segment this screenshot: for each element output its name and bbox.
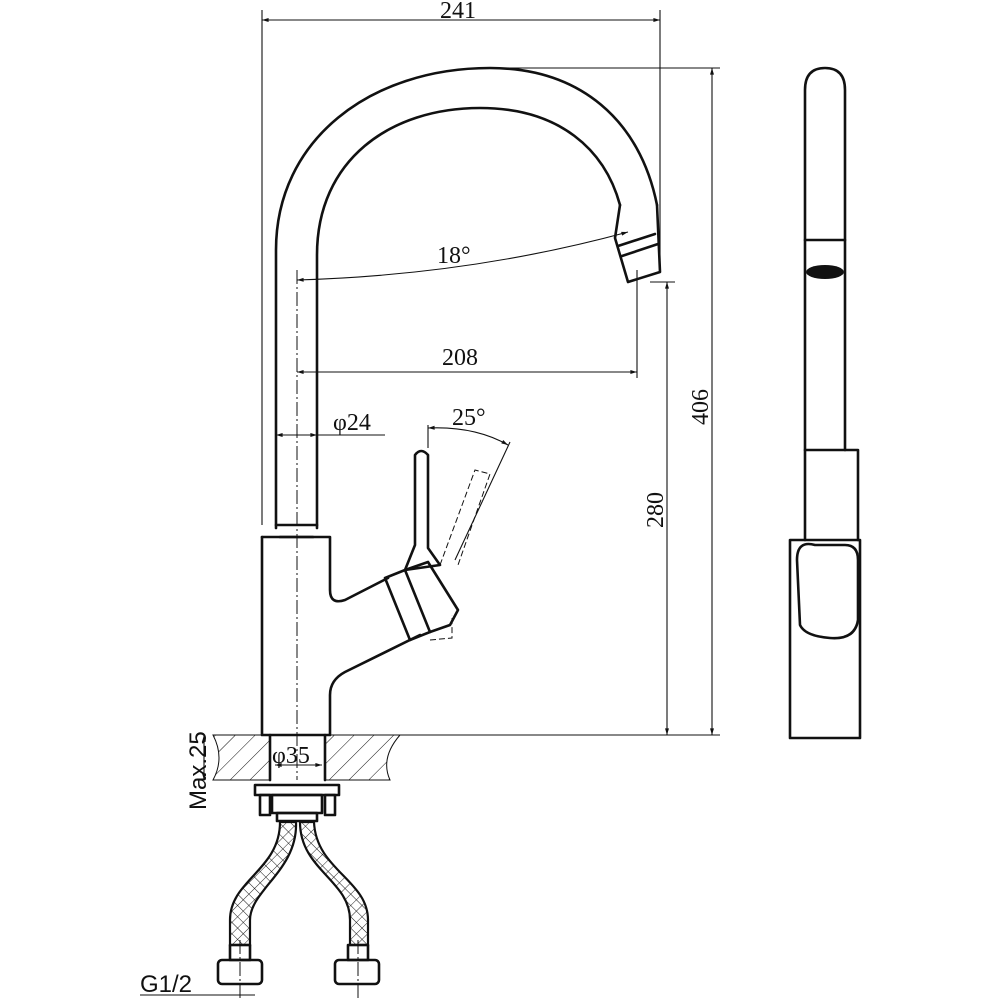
- dimension-label: 280: [643, 492, 669, 528]
- dimension-25deg: 25°: [427, 405, 511, 561]
- dimension-phi24: φ24: [275, 410, 385, 437]
- dimension-label: φ24: [333, 410, 371, 436]
- dimension-label: 208: [442, 345, 478, 371]
- dimension-label: 18°: [437, 243, 471, 269]
- dimension-label: 25°: [452, 405, 486, 431]
- countertop-section: φ35 Max.25: [185, 731, 402, 810]
- side-view: [788, 66, 862, 740]
- dimension-label: 241: [440, 0, 476, 24]
- mounting-hardware: [253, 783, 341, 823]
- dimension-label: 406: [688, 389, 714, 425]
- dimension-label: Max.25: [185, 731, 212, 810]
- supply-hoses: [216, 820, 381, 1000]
- dimension-g12: G1/2: [140, 971, 255, 998]
- dimension-208: 208: [296, 270, 638, 378]
- dimension-241: 241: [261, 0, 661, 525]
- dimension-label: φ35: [272, 743, 310, 769]
- dimension-label: G1/2: [140, 971, 192, 998]
- faucet-body: [260, 449, 491, 737]
- spout: [274, 66, 662, 539]
- dimension-18deg: 18°: [296, 231, 629, 282]
- dimension-heights: 406 280: [330, 67, 720, 736]
